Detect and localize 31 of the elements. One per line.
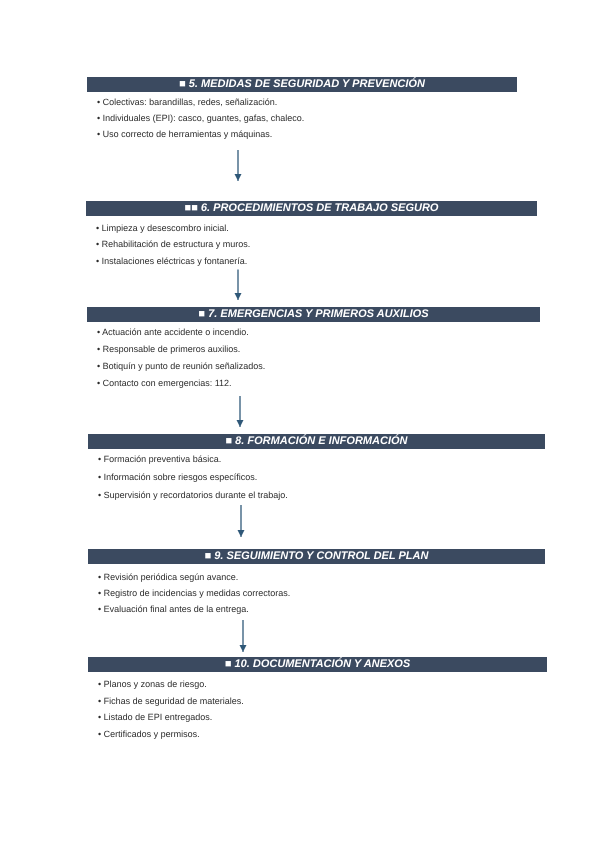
- section-header-bar: ■ 9. SEGUIMIENTO Y CONTROL DEL PLAN: [88, 549, 545, 564]
- section-header-bar: ■ 10. DOCUMENTACIÓN Y ANEXOS: [88, 657, 547, 672]
- bullet-item: • Uso correcto de herramientas y máquinas.: [97, 130, 272, 138]
- bullet-item: • Limpieza y desescombro inicial.: [96, 224, 229, 233]
- arrow: [236, 396, 244, 427]
- bullet-item: • Registro de incidencias y medidas correctoras.: [98, 588, 290, 598]
- bullet-item: • Contacto con emergencias: 112.: [97, 379, 232, 388]
- bullet-item: • Responsable de primeros auxilios.: [97, 345, 240, 354]
- bullet-item: • Información sobre riesgos específicos.: [98, 472, 258, 482]
- section-header-bar: ■■ 6. PROCEDIMIENTOS DE TRABAJO SEGURO: [86, 201, 537, 216]
- arrow: [240, 620, 246, 652]
- bullet-item: • Planos y zonas de riesgo.: [98, 680, 207, 689]
- section-header-bar: ■ 5. MEDIDAS DE SEGURIDAD Y PREVENCIÓN: [87, 77, 517, 92]
- bullet-item: • Instalaciones eléctricas y fontanería.: [96, 256, 248, 266]
- bullet-item: • Individuales (EPI): casco, guantes, gafas, chaleco.: [97, 114, 304, 122]
- section-header-bar: ■ 8. FORMACIÓN E INFORMACIÓN: [88, 434, 545, 449]
- bullet-item: • Formación preventiva básica.: [98, 454, 222, 464]
- bullet-item: • Rehabilitación de estructura y muros.: [96, 240, 250, 250]
- bullet-item: • Supervisión y recordatorios durante el trabajo.: [98, 490, 288, 500]
- bullet-item: • Actuación ante accidente o incendio.: [97, 328, 249, 337]
- arrow: [234, 270, 242, 300]
- bullet-item: • Botiquín y punto de reunión señalizados.: [97, 362, 266, 371]
- bullet-item: • Listado de EPI entregados.: [98, 713, 212, 722]
- bullet-item: • Certificados y permisos.: [98, 730, 200, 739]
- arrow: [234, 150, 242, 181]
- section-header-bar: ■ 7. EMERGENCIAS Y PRIMEROS AUXILIOS: [87, 307, 540, 322]
- arrow: [238, 505, 244, 537]
- bullet-item: • Fichas de seguridad de materiales.: [98, 696, 244, 706]
- bullet-item: • Evaluación final antes de la entrega.: [98, 604, 249, 614]
- bullet-item: • Revisión periódica según avance.: [98, 572, 238, 582]
- bullet-item: • Colectivas: barandillas, redes, señalización.: [97, 98, 278, 106]
